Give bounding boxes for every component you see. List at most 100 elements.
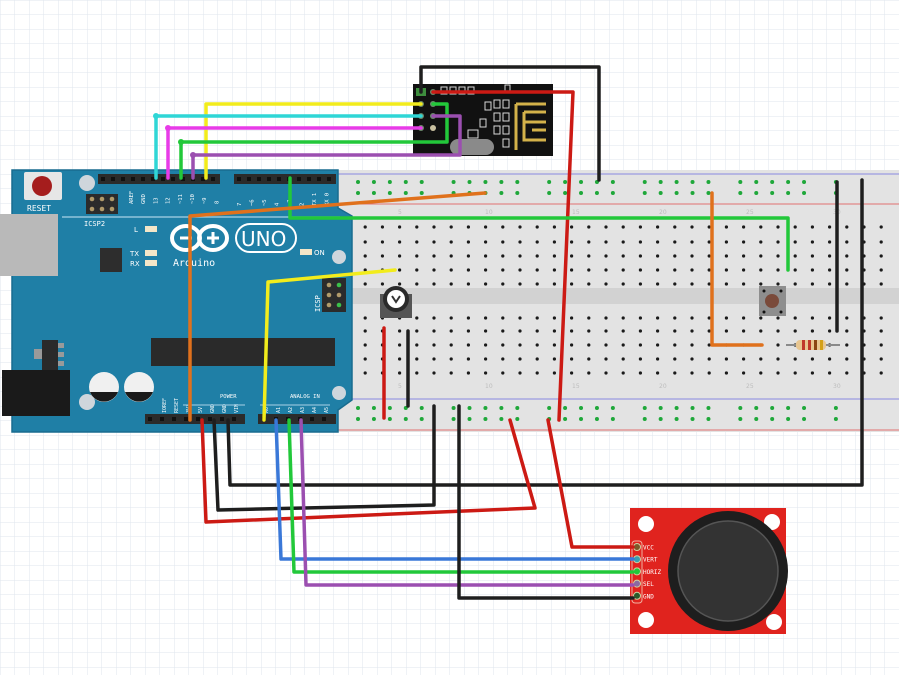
breadboard-hole xyxy=(380,254,384,258)
breadboard-hole xyxy=(656,268,660,272)
rail-hole xyxy=(738,406,743,410)
pot-knob-mark xyxy=(391,295,401,304)
breadboard-hole xyxy=(604,357,608,361)
breadboard-hole xyxy=(621,254,625,258)
breadboard-hole xyxy=(604,371,608,375)
breadboard-hole xyxy=(449,240,453,244)
wire-5v-bottom xyxy=(200,418,537,524)
wire-pot-a0 xyxy=(262,268,397,422)
breadboard-hole xyxy=(776,225,780,229)
breadboard-hole xyxy=(432,343,436,347)
nrf-antenna xyxy=(514,102,546,150)
breadboard-hole xyxy=(690,240,694,244)
breadboard-hole xyxy=(570,254,574,258)
breadboard-hole xyxy=(690,343,694,347)
breadboard-hole xyxy=(845,254,849,258)
breadboard-hole xyxy=(879,254,883,258)
breadboard-hole xyxy=(724,254,729,258)
breadboard-hole xyxy=(449,343,453,347)
breadboard-hole xyxy=(724,282,729,286)
breadboard-hole xyxy=(776,357,780,361)
resistor-band xyxy=(808,340,811,350)
header-pin xyxy=(267,177,271,181)
regulator-tab xyxy=(34,349,42,359)
header-pin xyxy=(131,177,135,181)
breadboard-hole xyxy=(432,371,436,375)
breadboard-hole xyxy=(535,329,539,333)
breadboard-hole xyxy=(690,329,694,333)
breadboard-hole xyxy=(604,282,608,286)
breadboard-hole xyxy=(828,357,832,361)
voltage-regulator xyxy=(42,340,58,370)
header-pin xyxy=(148,417,152,421)
breadboard-hole xyxy=(707,254,711,258)
breadboard-hole xyxy=(707,316,711,320)
rail-hole xyxy=(419,191,424,195)
breadboard-hole xyxy=(638,282,643,286)
breadboard-hole xyxy=(879,225,883,229)
rail-hole xyxy=(563,180,568,184)
rail-hole xyxy=(483,417,488,421)
breadboard-hole xyxy=(828,282,832,286)
breadboard-hole xyxy=(879,240,883,244)
digital-pin-label: ~6 xyxy=(250,199,256,206)
breadboard-hole xyxy=(845,240,849,244)
breadboard-hole xyxy=(501,254,505,258)
wire-gnd-bottom xyxy=(212,404,436,512)
led-tx-label: TX xyxy=(129,250,139,258)
rail-hole xyxy=(754,417,759,421)
breadboard-hole xyxy=(845,316,849,320)
breadboard-hole xyxy=(484,268,488,272)
wire-bend-point xyxy=(153,113,159,119)
rail-hole xyxy=(706,180,711,184)
rail-hole xyxy=(770,191,775,195)
rail-hole xyxy=(786,180,791,184)
rail-hole xyxy=(387,417,392,421)
breadboard-hole xyxy=(638,240,643,244)
breadboard-hole xyxy=(621,343,625,347)
breadboard-hole xyxy=(707,225,711,229)
header-pin xyxy=(151,177,155,181)
column-number: 5 xyxy=(398,209,402,216)
wire-joy-vcc xyxy=(546,418,635,549)
breadboard-center-channel xyxy=(338,288,899,304)
breadboard-hole xyxy=(742,254,746,258)
breadboard-hole xyxy=(363,316,367,320)
header-pin xyxy=(232,417,236,421)
breadboard-hole xyxy=(793,357,797,361)
rail-hole xyxy=(690,417,695,421)
rail-hole xyxy=(594,191,599,195)
rail-hole xyxy=(706,191,711,195)
rail-hole xyxy=(547,406,552,410)
breadboard-hole xyxy=(535,371,539,375)
digital-pin-label: 4 xyxy=(275,202,281,206)
rail-hole xyxy=(451,406,456,410)
breadboard-hole xyxy=(501,268,505,272)
rail-hole xyxy=(563,191,568,195)
digital-header-right xyxy=(234,174,336,184)
breadboard-hole xyxy=(398,254,402,258)
breadboard-hole xyxy=(621,357,625,361)
breadboard-hole xyxy=(518,343,522,347)
header-pin xyxy=(111,177,115,181)
breadboard-hole xyxy=(501,329,505,333)
breadboard-hole xyxy=(449,316,453,320)
digital-pin-label: TX 1 xyxy=(312,193,318,206)
rail-hole xyxy=(610,180,615,184)
breadboard-hole xyxy=(380,225,384,229)
analog-pin-label: A5 xyxy=(324,407,330,413)
breadboard-hole xyxy=(690,316,694,320)
breadboard-hole xyxy=(501,282,505,286)
joystick-mount-hole xyxy=(766,614,782,630)
breadboard-hole xyxy=(363,240,367,244)
breadboard-hole xyxy=(604,240,608,244)
led-l-label: L xyxy=(134,226,138,234)
header-pin xyxy=(327,177,331,181)
column-number: 15 xyxy=(572,383,580,390)
mount-hole xyxy=(79,175,95,191)
breadboard-hole xyxy=(810,357,815,361)
breadboard-hole xyxy=(518,240,522,244)
breadboard-hole xyxy=(552,268,557,272)
breadboard-hole xyxy=(638,357,643,361)
breadboard-hole xyxy=(518,316,522,320)
